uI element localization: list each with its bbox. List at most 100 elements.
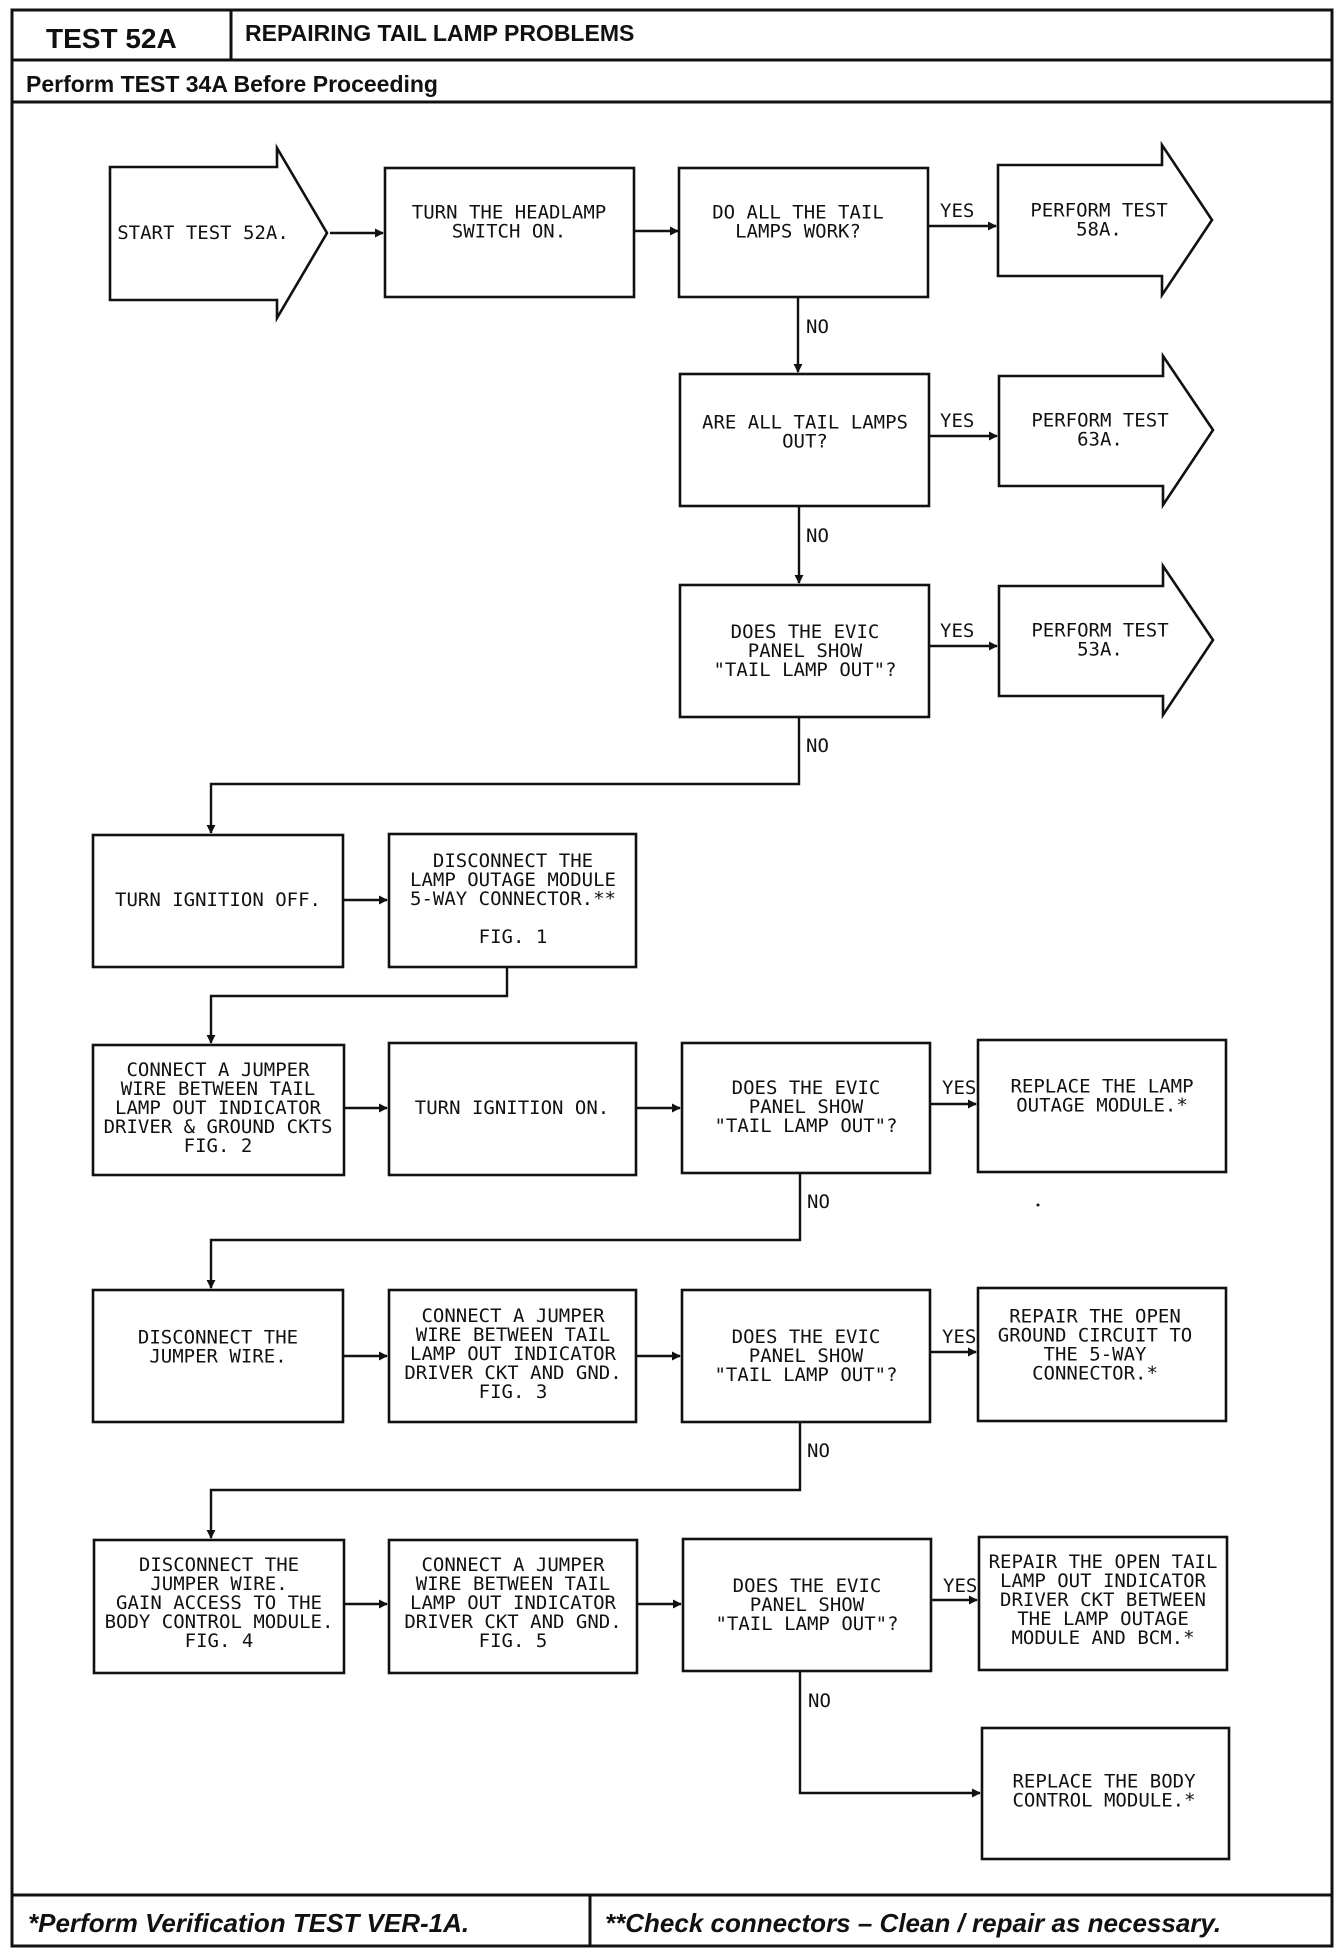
node-label-line: DO ALL THE TAIL	[712, 202, 884, 224]
node-label-line: REPAIR THE OPEN TAIL	[989, 1551, 1218, 1573]
node-label-line: 5-WAY CONNECTOR.**	[410, 888, 616, 910]
node-label-line: DOES THE EVIC	[732, 1326, 881, 1348]
node-label-line: FIG. 2	[184, 1135, 253, 1157]
node-label-line: DOES THE EVIC	[733, 1575, 882, 1597]
label-yes: YES	[943, 1575, 977, 1597]
label-yes: YES	[942, 1077, 976, 1099]
replace-bcm-box	[980, 1726, 1231, 1861]
node-label-line: DISCONNECT THE	[139, 1554, 299, 1576]
node-label-line: DOES THE EVIC	[732, 1077, 881, 1099]
node-label-line: JUMPER WIRE.	[150, 1573, 287, 1595]
node-label-line: GROUND CIRCUIT TO	[998, 1325, 1192, 1347]
perform-53a-arrow-node	[997, 561, 1215, 720]
question-all-out-box	[678, 372, 931, 508]
connectors	[206, 221, 998, 1798]
node-label-line: THE LAMP OUTAGE	[1017, 1608, 1189, 1630]
prerequisite: Perform TEST 34A Before Proceeding	[26, 71, 438, 97]
node-label-line: OUTAGE MODULE.*	[1016, 1095, 1188, 1117]
node-label-line: DISCONNECT THE	[138, 1327, 298, 1349]
node-label-line: 53A.	[1077, 639, 1123, 661]
node-label-line: START TEST 52A.	[117, 222, 289, 244]
node-label-line: LAMP OUT INDICATOR	[115, 1097, 321, 1119]
node-label-line: LAMP OUT INDICATOR	[410, 1343, 616, 1365]
label-yes: YES	[940, 410, 974, 432]
outer-frame	[10, 8, 1334, 1948]
replace-lamp-outage-module-box	[976, 1038, 1228, 1174]
label-yes: YES	[942, 1326, 976, 1348]
question-evic-1-box	[678, 583, 931, 719]
node-label-line: DRIVER CKT AND GND.	[404, 1362, 621, 1384]
node-label-line: 63A.	[1077, 429, 1123, 451]
node-label-line: OUT?	[782, 431, 828, 453]
node-label-line: DRIVER & GROUND CKTS	[104, 1116, 333, 1138]
label-yes: YES	[940, 620, 974, 642]
arrow-q6-no	[798, 1671, 981, 1798]
node-label: TURN IGNITION OFF.	[115, 889, 321, 911]
footer-note-single: *Perform Verification TEST VER-1A.	[28, 1908, 469, 1938]
question-all-work-box	[677, 166, 930, 299]
node-label-line: LAMP OUT INDICATOR	[1000, 1570, 1206, 1592]
node-label-line: DRIVER CKT BETWEEN	[1000, 1589, 1206, 1611]
node-label-line: REPLACE THE LAMP	[1010, 1076, 1193, 1098]
node-label-line: TURN IGNITION ON.	[415, 1097, 609, 1119]
node-label-line: MODULE AND BCM.*	[1011, 1627, 1194, 1649]
jumper-ground-fig2-box	[91, 1043, 346, 1177]
node-label-line: FIG. 5	[479, 1630, 548, 1652]
node-label-line: ARE ALL TAIL LAMPS	[702, 412, 908, 434]
repair-driver-circuit-box	[977, 1535, 1229, 1672]
disconnect-jumper-bcm-fig4-box	[92, 1538, 346, 1675]
node-label-line: DRIVER CKT AND GND.	[404, 1611, 621, 1633]
perform-63a-arrow-node	[997, 351, 1215, 510]
footer-note-double: **Check connectors – Clean / repair as n…	[605, 1908, 1221, 1938]
arrow-q5-no	[206, 1422, 802, 1539]
node-label-line: DOES THE EVIC	[731, 621, 880, 643]
arrow-q4-no	[206, 1173, 802, 1289]
node-label-line: CONNECT A JUMPER	[421, 1305, 605, 1327]
node-label-line: PERFORM TEST	[1031, 410, 1168, 432]
test-title: REPAIRING TAIL LAMP PROBLEMS	[245, 20, 634, 46]
node-label-line: CONNECTOR.*	[1032, 1363, 1158, 1385]
node-label-line: REPAIR THE OPEN	[1009, 1306, 1181, 1328]
node-label-line: REPLACE THE BODY	[1012, 1771, 1196, 1793]
node-label-line: THE 5-WAY	[1044, 1344, 1148, 1366]
ignition-off-box	[91, 833, 345, 969]
node-label-line: WIRE BETWEEN TAIL	[121, 1078, 315, 1100]
node-label-line: LAMP OUT INDICATOR	[410, 1592, 616, 1614]
test-id: TEST 52A	[46, 23, 177, 54]
node-label-line: CONNECT A JUMPER	[421, 1554, 605, 1576]
node-label-line: SWITCH ON.	[452, 221, 566, 243]
label-no: NO	[807, 1440, 830, 1462]
node-label-line: GAIN ACCESS TO THE	[116, 1592, 322, 1614]
node-label-line: "TAIL LAMP OUT"?	[714, 1364, 897, 1386]
label-no: NO	[806, 525, 829, 547]
label-yes: YES	[940, 200, 974, 222]
label-no: NO	[806, 316, 829, 338]
node-label-line: LAMP OUTAGE MODULE	[410, 869, 616, 891]
node-label-line: FIG. 3	[479, 1381, 548, 1403]
node-label-line: CONNECT A JUMPER	[126, 1059, 310, 1081]
node-label-line: FIG. 4	[185, 1630, 254, 1652]
repair-ground-circuit-box	[976, 1286, 1228, 1423]
node-label-line: TURN THE HEADLAMP	[412, 202, 606, 224]
arrow-q3-no	[206, 717, 801, 834]
question-evic-3-box	[680, 1288, 932, 1424]
node-label-line: BODY CONTROL MODULE.	[105, 1611, 334, 1633]
jumper-ground-fig5-box	[387, 1538, 639, 1675]
nodes	[91, 140, 1231, 1861]
